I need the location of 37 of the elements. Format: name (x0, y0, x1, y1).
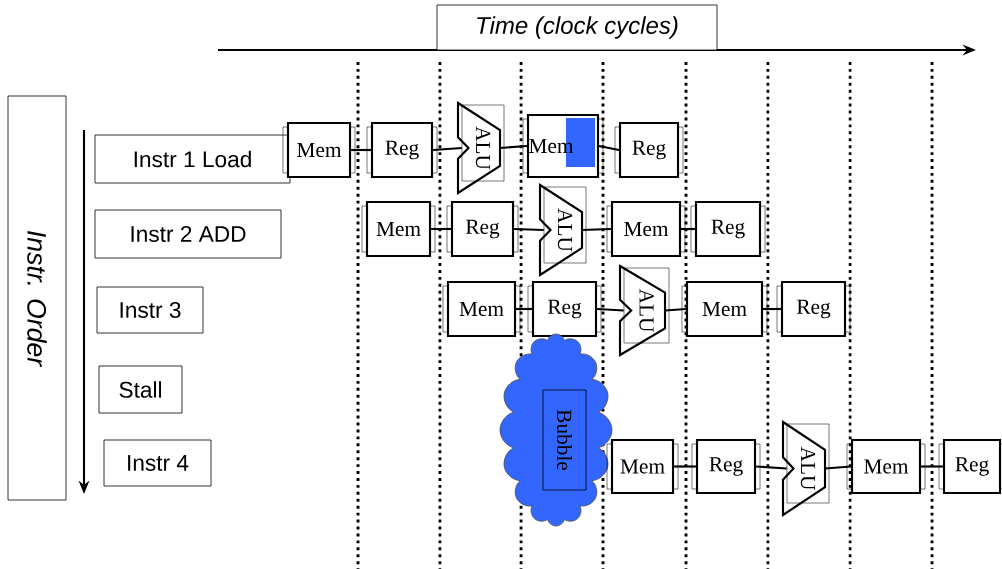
label-box: Instr. Order (7, 95, 67, 501)
stage-box: Reg (527, 280, 602, 338)
instruction-box: Instr 4 (103, 439, 212, 487)
connector (756, 465, 787, 470)
connector (351, 148, 371, 152)
instruction-box: Instr 3 (96, 286, 204, 334)
connector (581, 227, 611, 232)
instruction-box: Instr 2 ADD (94, 209, 282, 259)
connector (921, 465, 943, 468)
stage-box: Mem (846, 438, 926, 495)
stage-box: Mem (361, 200, 436, 258)
connector (664, 307, 686, 312)
title-box: Time (clock cycles) (436, 4, 718, 51)
bubble-cloud: Bubble (499, 333, 613, 527)
stage-box: Reg (446, 200, 519, 258)
connector (598, 144, 620, 152)
connector (431, 227, 451, 231)
stage-box: Mem (442, 280, 521, 338)
stage-box: Reg (691, 438, 761, 495)
stage-box: Reg (938, 438, 1002, 495)
connector (674, 465, 696, 468)
stage-box: Mem (681, 280, 768, 338)
stage-box: Reg (614, 121, 684, 179)
connector (763, 307, 781, 311)
stage-box: Mem (606, 438, 679, 495)
stage-box: Reg (366, 121, 438, 179)
connector (681, 227, 695, 231)
connector (597, 307, 624, 312)
connector (433, 146, 462, 152)
stage-box: Reg (690, 200, 766, 258)
stage-box: Reg (776, 280, 851, 338)
connector (824, 465, 852, 470)
connector (516, 307, 532, 311)
stage-box: Mem (606, 200, 686, 258)
connector (499, 144, 527, 150)
instruction-box: Stall (98, 365, 183, 414)
stage-box: Mem (282, 121, 356, 179)
